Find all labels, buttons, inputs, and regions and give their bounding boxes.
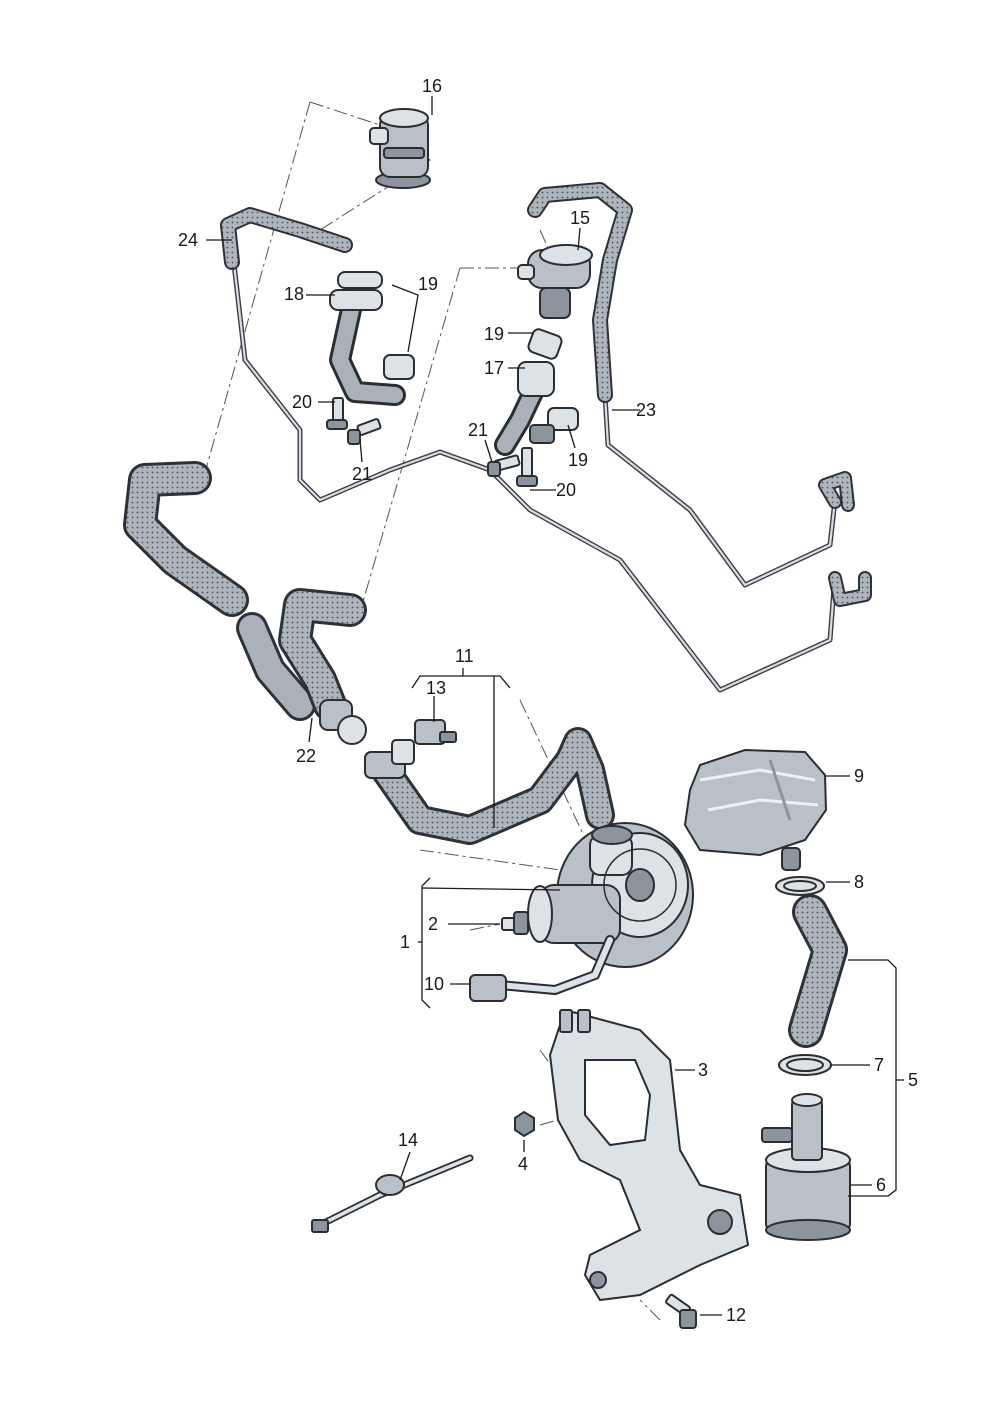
hose-22[interactable] (123, 461, 367, 745)
label-16: 16 (422, 76, 442, 96)
combination-valve-15[interactable] (517, 244, 593, 319)
label-1: 1 (400, 932, 410, 952)
label-24: 24 (178, 230, 198, 250)
leader-lines (206, 96, 904, 1316)
label-2: 2 (428, 914, 438, 934)
bolt-20-left[interactable] (326, 397, 348, 430)
label-22: 22 (296, 746, 316, 766)
label-11: 11 (455, 646, 474, 666)
nut-4[interactable] (514, 1110, 535, 1138)
label-19-c: 19 (568, 450, 588, 470)
air-pipe-24[interactable] (220, 207, 872, 693)
label-20-b: 20 (556, 480, 576, 500)
cable-tie-14[interactable] (311, 1154, 474, 1233)
label-4: 4 (518, 1154, 528, 1174)
air-filter-9[interactable] (683, 748, 828, 871)
label-20-a: 20 (292, 392, 312, 412)
label-3: 3 (698, 1060, 708, 1080)
gasket-19-left[interactable] (337, 271, 415, 380)
combination-valve-16[interactable] (369, 108, 431, 189)
label-23: 23 (636, 400, 656, 420)
label-9: 9 (854, 766, 864, 786)
label-10: 10 (424, 974, 444, 994)
label-7: 7 (874, 1055, 884, 1075)
label-21-b: 21 (468, 420, 488, 440)
air-pipe-23[interactable] (527, 182, 855, 588)
clamp-8[interactable] (775, 876, 825, 896)
bolt-21-left[interactable] (347, 418, 382, 445)
bracket-3[interactable] (548, 1008, 750, 1302)
label-8: 8 (854, 872, 864, 892)
label-19-a: 19 (418, 274, 438, 294)
label-19-b: 19 (484, 324, 504, 344)
bolt-2[interactable] (501, 911, 529, 935)
wiring-harness-10[interactable] (469, 935, 615, 1002)
clamp-7[interactable] (778, 1054, 832, 1076)
label-5: 5 (908, 1070, 918, 1090)
label-13: 13 (426, 678, 446, 698)
resonator-6[interactable] (761, 1093, 851, 1241)
label-17: 17 (484, 358, 504, 378)
pressure-sensor-13[interactable] (414, 719, 457, 745)
secondary-air-pump-1[interactable] (527, 822, 694, 968)
bolt-12[interactable] (665, 1293, 697, 1329)
label-14: 14 (398, 1130, 418, 1150)
label-15: 15 (570, 208, 590, 228)
connecting-pipe-18[interactable] (329, 289, 406, 406)
gasket-19-right[interactable] (527, 328, 579, 431)
part-labels: 16 15 24 18 19 19 17 23 20 21 21 19 20 1… (178, 76, 918, 1325)
label-6: 6 (876, 1175, 886, 1195)
label-21-a: 21 (352, 464, 372, 484)
bolt-21-right[interactable] (487, 454, 521, 477)
connecting-pipe-17[interactable] (494, 361, 555, 456)
label-18: 18 (284, 284, 304, 304)
hose-5[interactable] (788, 894, 848, 1048)
bolt-20-right[interactable] (516, 447, 538, 487)
pressure-hose-11[interactable] (364, 727, 615, 845)
label-12: 12 (726, 1305, 746, 1325)
